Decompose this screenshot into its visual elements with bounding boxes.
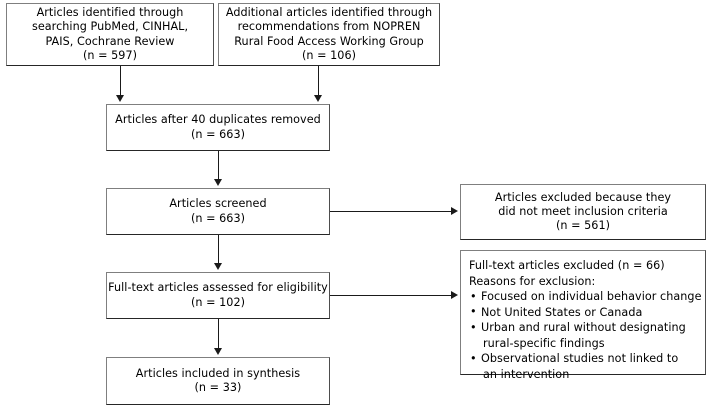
connector-line-duplicates-to-screened — [218, 151, 219, 180]
connector-arrow-fulltext-to-excluded — [451, 291, 458, 299]
exclusion-reason-text: Urban and rural without designating — [481, 321, 686, 334]
box-line: (n = 102) — [190, 295, 246, 309]
box-additional-articles-identified: Additional articles identified through r… — [218, 3, 440, 66]
exclusion-reasons-list: • Focused on individual behavior change … — [469, 289, 702, 382]
bullet-icon: • — [470, 320, 477, 334]
connector-line-identified-database-down — [120, 66, 121, 96]
box-articles-screened: Articles screened (n = 663) — [106, 188, 330, 235]
box-line: Additional articles identified through — [225, 6, 433, 20]
bullet-icon: • — [470, 289, 477, 303]
box-line: Articles after 40 duplicates removed — [115, 113, 321, 127]
box-articles-included-in-synthesis: Articles included in synthesis (n = 33) — [106, 357, 330, 405]
exclusion-reason-text: Not United States or Canada — [481, 305, 643, 319]
connector-arrow-identified-other-down — [314, 95, 322, 102]
exclusion-reason-item: • Not United States or Canada — [469, 305, 702, 321]
box-articles-excluded-inclusion-criteria: Articles excluded because they did not m… — [460, 184, 706, 240]
connector-line-screened-to-excluded — [330, 211, 452, 212]
connector-arrow-screened-to-excluded — [451, 207, 458, 215]
connector-arrow-fulltext-to-included — [214, 348, 222, 355]
box-line: recommendations from NOPREN — [237, 20, 421, 34]
fulltext-excluded-heading: Full-text articles excluded (n = 66) — [469, 259, 665, 272]
box-fulltext-articles-excluded-reasons: Full-text articles excluded (n = 66) Rea… — [460, 250, 706, 381]
bullet-icon: • — [470, 351, 477, 365]
box-line: Articles screened — [169, 197, 267, 211]
fulltext-excluded-subheading: Reasons for exclusion: — [469, 274, 596, 288]
box-line: searching PubMed, CINHAL, — [31, 20, 189, 34]
box-line: (n = 597) — [82, 48, 138, 62]
exclusion-reason-item: • Focused on individual behavior change — [469, 289, 702, 305]
connector-arrow-duplicates-to-screened — [214, 179, 222, 186]
exclusion-reason-text-continued: an intervention — [483, 367, 570, 381]
exclusion-reason-text-continued: rural-specific findings — [483, 336, 605, 350]
box-line: Full-text articles assessed for eligibil… — [108, 281, 328, 295]
box-line: Articles excluded because they — [494, 190, 672, 204]
box-line: did not meet inclusion criteria — [498, 204, 668, 218]
box-articles-after-duplicates-removed: Articles after 40 duplicates removed (n … — [106, 104, 330, 151]
exclusion-reason-item: • Urban and rural without designating ru… — [469, 320, 702, 351]
connector-line-screened-to-fulltext — [218, 235, 219, 264]
box-fulltext-articles-assessed: Full-text articles assessed for eligibil… — [106, 272, 330, 319]
box-line: (n = 106) — [301, 48, 357, 62]
exclusion-reason-item: • Observational studies not linked to an… — [469, 351, 702, 382]
box-line: (n = 663) — [190, 211, 246, 225]
box-line: Articles included in synthesis — [135, 366, 301, 380]
box-line: Rural Food Access Working Group — [234, 34, 424, 48]
box-line: (n = 663) — [190, 127, 246, 141]
box-line: Articles identified through — [36, 6, 184, 20]
connector-line-identified-other-down — [318, 66, 319, 96]
connector-arrow-screened-to-fulltext — [214, 263, 222, 270]
exclusion-reason-text: Focused on individual behavior change — [481, 290, 702, 303]
connector-line-fulltext-to-included — [218, 319, 219, 349]
box-line: (n = 561) — [555, 219, 611, 233]
exclusion-reason-text: Observational studies not linked to — [481, 352, 679, 365]
box-articles-identified-database: Articles identified through searching Pu… — [6, 3, 214, 66]
connector-line-fulltext-to-excluded — [330, 295, 452, 296]
connector-arrow-identified-database-down — [116, 95, 124, 102]
box-line: PAIS, Cochrane Review — [45, 34, 175, 48]
box-line: (n = 33) — [194, 381, 242, 394]
bullet-icon: • — [470, 305, 477, 318]
